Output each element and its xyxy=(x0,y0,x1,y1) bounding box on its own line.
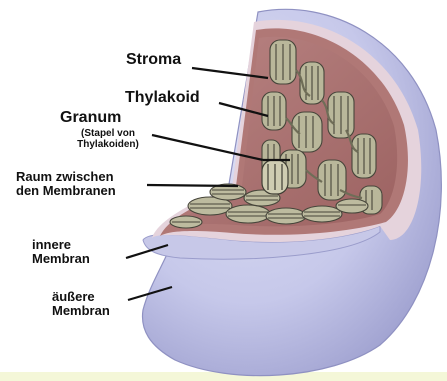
label-intermembrane-line1: Raum zwischen xyxy=(16,170,116,184)
label-outer-line2: Membran xyxy=(52,304,110,318)
label-inner-line1: innere xyxy=(32,238,90,252)
label-granum-note-line1: (Stapel von xyxy=(60,129,156,140)
label-outer-line1: äußere xyxy=(52,290,110,304)
label-inner-membrane: innere Membran xyxy=(32,238,90,265)
label-intermembrane-line2: den Membranen xyxy=(16,184,116,198)
label-outer-membrane: äußere Membran xyxy=(52,290,110,317)
intermembrane-pointer xyxy=(147,185,238,186)
label-granum: Granum xyxy=(60,110,121,127)
label-intermembrane-space: Raum zwischen den Membranen xyxy=(16,170,116,197)
highlighted-granum xyxy=(262,160,288,194)
label-thylakoid: Thylakoid xyxy=(125,90,200,107)
label-granum-note-line2: Thylakoiden) xyxy=(60,140,156,151)
label-granum-note: (Stapel von Thylakoiden) xyxy=(60,129,156,150)
label-stroma: Stroma xyxy=(126,52,181,69)
label-inner-line2: Membran xyxy=(32,252,90,266)
